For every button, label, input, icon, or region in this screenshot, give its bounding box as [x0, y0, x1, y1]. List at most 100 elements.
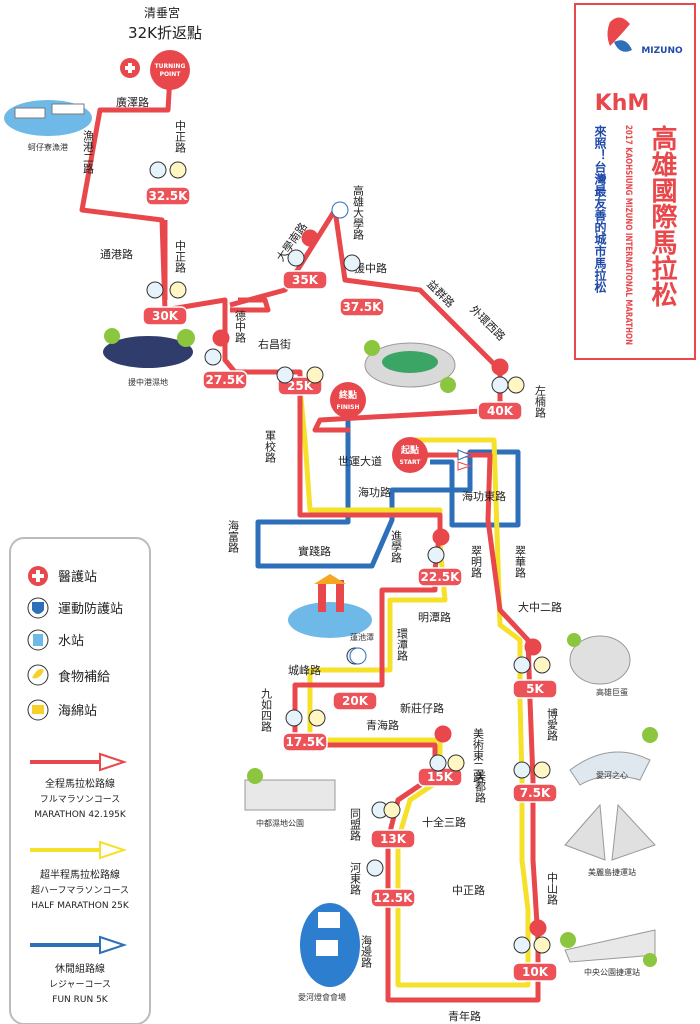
svg-text:愛河之心: 愛河之心: [596, 770, 628, 780]
food-station-icon: [533, 656, 551, 674]
svg-text:援中港濕地: 援中港濕地: [128, 377, 168, 387]
medical-station-icon: [434, 725, 452, 743]
km-label: 20K: [342, 694, 369, 708]
turning-temple-label: 清垂宮: [144, 5, 180, 20]
road-label: 翠明路: [470, 545, 483, 579]
road-label: 青年路: [448, 1009, 481, 1023]
food-station-icon: [169, 281, 187, 299]
legend-food: 食物補給: [27, 664, 110, 686]
road-label: 十全三路: [422, 815, 466, 829]
svg-text:蓮池潭: 蓮池潭: [350, 632, 374, 642]
svg-text:中都濕地公園: 中都濕地公園: [256, 818, 304, 828]
road-label: 九如四路: [260, 688, 273, 733]
km-marker: 10K: [512, 962, 558, 982]
water-station-icon: [429, 754, 447, 772]
road-label: 翠華路: [514, 545, 527, 579]
landmark-love-river-heart: 愛河之心: [569, 727, 658, 786]
food-station-icon: [383, 801, 401, 819]
legend: 醫護站 運動防護站 水站 食物補給 海綿站 全程馬拉松路線 フルマラソンコース: [9, 537, 151, 1024]
road-label: 通港路: [100, 248, 133, 261]
svg-text:終點: 終點: [339, 389, 357, 401]
km-marker: 17.5K: [282, 732, 328, 752]
water-station-icon: [204, 348, 222, 366]
water-station-icon: [491, 376, 509, 394]
road-label: 明潭路: [418, 611, 451, 624]
start-marker: 起點 START: [392, 437, 428, 473]
food-station-icon: [447, 754, 465, 772]
station-icons: [146, 161, 551, 954]
landmark-central-park-station: 中央公園捷運站: [560, 929, 657, 977]
road-label: 漁港二路: [82, 129, 95, 175]
medical-station-icon: [212, 329, 230, 347]
road-label: 進學路: [390, 530, 403, 564]
svg-text:FINISH: FINISH: [337, 404, 360, 411]
km-marker: 13K: [370, 829, 416, 849]
water-station-icon: [287, 249, 305, 267]
road-label: 世運大道: [338, 454, 382, 468]
svg-text:超半程馬拉松路線: 超半程馬拉松路線: [40, 868, 120, 881]
road-label: 新莊仔路: [400, 701, 444, 715]
road-label: 同盟路: [349, 808, 362, 842]
water-station-icon: [513, 936, 531, 954]
legend-route-funrun: 休閒組路線 レジャーコース FUN RUN 5K: [30, 935, 128, 1005]
road-label: 大中二路: [518, 600, 562, 614]
food-station-icon: [306, 366, 324, 384]
road-label: 中正路: [452, 884, 485, 897]
road-label: 高雄大學路: [352, 184, 365, 241]
water-station-icon: [513, 761, 531, 779]
legend-sports-care: 運動防護站: [27, 597, 123, 619]
road-label: 援中路: [354, 261, 387, 275]
km-label: 27.5K: [206, 373, 246, 387]
water-station-icon: [513, 656, 531, 674]
km-label: 25K: [287, 379, 314, 393]
road-label: 軍校路: [264, 430, 277, 464]
legend-medical: 醫護站: [28, 566, 97, 586]
svg-text:水站: 水站: [58, 634, 84, 649]
svg-text:フルマラソンコース: フルマラソンコース: [40, 794, 121, 805]
road-label: 左楠路: [534, 385, 547, 419]
svg-text:食物補給: 食物補給: [58, 669, 110, 685]
road-label: 中正路: [174, 240, 187, 274]
sports-care-station-icon: [349, 647, 367, 665]
landmark-wetland-park: 中都濕地公園: [244, 768, 336, 828]
km-marker: 32.5K: [145, 186, 191, 206]
road-label: 益群路: [424, 277, 457, 310]
header-title: 高雄國際馬拉松: [647, 124, 678, 307]
road-label: 海富路: [227, 519, 240, 554]
km-label: 5K: [526, 682, 544, 696]
road-label: 海邊路: [360, 934, 373, 969]
medical-station-icon: [491, 358, 509, 376]
turning-point-marker: TURNING POINT: [150, 50, 190, 90]
km-label: 40K: [487, 404, 514, 418]
svg-text:蚵仔寮漁港: 蚵仔寮漁港: [28, 142, 68, 152]
legend-water: 水站: [27, 629, 84, 651]
km-label: 15K: [427, 770, 454, 784]
km-marker: 12.5K: [370, 888, 416, 908]
road-label: 美都路: [474, 770, 487, 804]
svg-text:起點: 起點: [400, 444, 419, 456]
km-marker: 37.5K: [339, 297, 385, 317]
road-label: 美術東二路: [472, 728, 485, 784]
route-arrows: [457, 449, 472, 471]
road-label: 廣澤路: [116, 95, 149, 109]
svg-text:HALF MARATHON 25K: HALF MARATHON 25K: [31, 901, 130, 911]
svg-text:美麗島捷運站: 美麗島捷運站: [588, 867, 636, 877]
landmark-lantern-festival: 愛河燈會會場: [298, 903, 360, 1002]
landmark-wetland: 援中港濕地: [103, 328, 195, 387]
food-station-icon: [308, 709, 326, 727]
legend-route-marathon: 全程馬拉松路線 フルマラソンコース MARATHON 42.195K: [30, 752, 128, 820]
header-box: MIZUNO KhM 高雄國際馬拉松 2017 KAOHSIUNG MIZUNO…: [574, 3, 696, 360]
km-marker: 40K: [477, 401, 523, 421]
svg-text:愛河燈會會場: 愛河燈會會場: [298, 992, 346, 1002]
road-label: 中正路: [174, 120, 187, 154]
water-station-icon: [146, 281, 164, 299]
finish-marker: 終點 FINISH: [330, 382, 366, 418]
water-station-icon: [276, 366, 294, 384]
road-label: 博愛路: [546, 708, 559, 742]
medical-station-icon: [529, 919, 547, 937]
km-label: 12.5K: [374, 891, 414, 905]
svg-text:休閒組路線: 休閒組路線: [55, 962, 105, 975]
road-label: 環潭路: [396, 628, 409, 662]
svg-text:全程馬拉松路線: 全程馬拉松路線: [45, 777, 115, 790]
